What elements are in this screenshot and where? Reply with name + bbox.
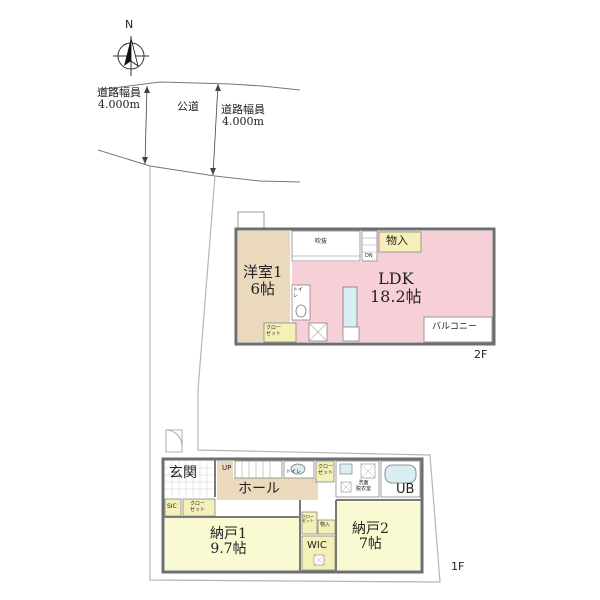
- nando2-label: 納戸2 7帖: [352, 521, 389, 553]
- youshitsu1-name: 洋室1: [243, 263, 283, 281]
- sic-label: SIC: [167, 503, 177, 510]
- road-width-dimension-right: [210, 83, 221, 176]
- ldk-name: LDK: [378, 269, 414, 288]
- road-width-dimension-left: [142, 85, 150, 165]
- closet-2f: [263, 322, 297, 343]
- closet-entry-label: クロー ゼット: [190, 501, 206, 513]
- closet-hall: [315, 460, 335, 483]
- room-ldk: [292, 231, 492, 342]
- toilet-1f-label: トイレ: [286, 469, 302, 475]
- hall-label: ホール: [238, 481, 280, 497]
- stairs-2f: [361, 230, 378, 262]
- closet-hall-line2: ゼット: [318, 469, 334, 476]
- senmen-line1: 洗面: [358, 480, 369, 486]
- ub-label: UB: [396, 482, 415, 497]
- closet-2f-label: クロー ゼット: [266, 325, 282, 337]
- north-arrow-icon: [113, 36, 149, 76]
- closet-mid-line1: クロー: [302, 514, 314, 519]
- floor1-plan: [161, 429, 424, 574]
- ldk-size: 18.2帖: [370, 286, 422, 306]
- road-width-right-value: 4.000m: [222, 115, 264, 129]
- road-name: 公道: [177, 100, 199, 113]
- room-hall: [217, 478, 318, 500]
- room-genkan: [165, 461, 215, 497]
- closet-2f-line2: ゼット: [266, 330, 282, 337]
- closet-entry-line1: クロー: [190, 501, 206, 507]
- floor2-plan: [234, 211, 496, 346]
- road-width-right-title: 道路幅員: [221, 103, 265, 116]
- road-width-right-label: 道路幅員 4.000m: [221, 103, 265, 129]
- closet-hall-label: クロー ゼット: [318, 464, 334, 476]
- kitchen-island: [342, 286, 358, 328]
- floor1-label: 1F: [451, 560, 465, 573]
- ldk-label: LDK 18.2帖: [370, 270, 422, 305]
- road-width-left-value: 4.000m: [98, 98, 140, 112]
- youshitsu1-label: 洋室1 6帖: [243, 264, 283, 297]
- closet-2f-line1: クロー: [266, 325, 282, 331]
- room-nando1: [165, 518, 300, 570]
- storage-1f-label: 物入: [320, 522, 331, 528]
- closet-mid: [301, 511, 318, 535]
- balcony-label: バルコニー: [432, 322, 477, 332]
- dn-label: DN: [365, 253, 373, 259]
- wic-label: WIC: [307, 540, 327, 551]
- genkan-label: 玄関: [169, 465, 197, 481]
- road-edge-south: [97, 149, 301, 183]
- road-width-left-title: 道路幅員: [97, 86, 141, 99]
- storage-2f-label: 物入: [386, 234, 408, 247]
- toilet-2f-label: トイレ: [293, 287, 304, 299]
- nando2-name: 納戸2: [352, 521, 389, 537]
- room-nando2: [337, 502, 420, 570]
- closet-entry-line2: ゼット: [190, 506, 206, 513]
- up-label: UP: [222, 464, 232, 472]
- closet-mid-label: クロー ゼット: [302, 514, 314, 524]
- closet-mid-line2: ゼット: [302, 518, 314, 524]
- void-label: 吹抜: [315, 238, 328, 245]
- balcony-area: [423, 316, 493, 343]
- nando1-label: 納戸1 9.7帖: [210, 526, 247, 558]
- compass-label: N: [125, 18, 134, 31]
- senmen-line2: 脱衣室: [356, 485, 372, 492]
- nando1-name: 納戸1: [210, 526, 247, 542]
- lot-boundary: [149, 166, 441, 583]
- closet-hall-line1: クロー: [318, 464, 334, 470]
- road-edge-north: [97, 81, 301, 91]
- floor2-label: 2F: [474, 348, 488, 361]
- void-area: [291, 230, 361, 262]
- senmen-label: 洗面 脱衣室: [356, 480, 372, 492]
- road-width-left-label: 道路幅員 4.000m: [97, 86, 141, 112]
- stairs-1f: [234, 460, 283, 479]
- storage-2f: [378, 231, 422, 253]
- nando1-size: 9.7帖: [210, 541, 247, 558]
- youshitsu1-size: 6帖: [250, 279, 276, 298]
- nando2-size: 7帖: [359, 536, 382, 553]
